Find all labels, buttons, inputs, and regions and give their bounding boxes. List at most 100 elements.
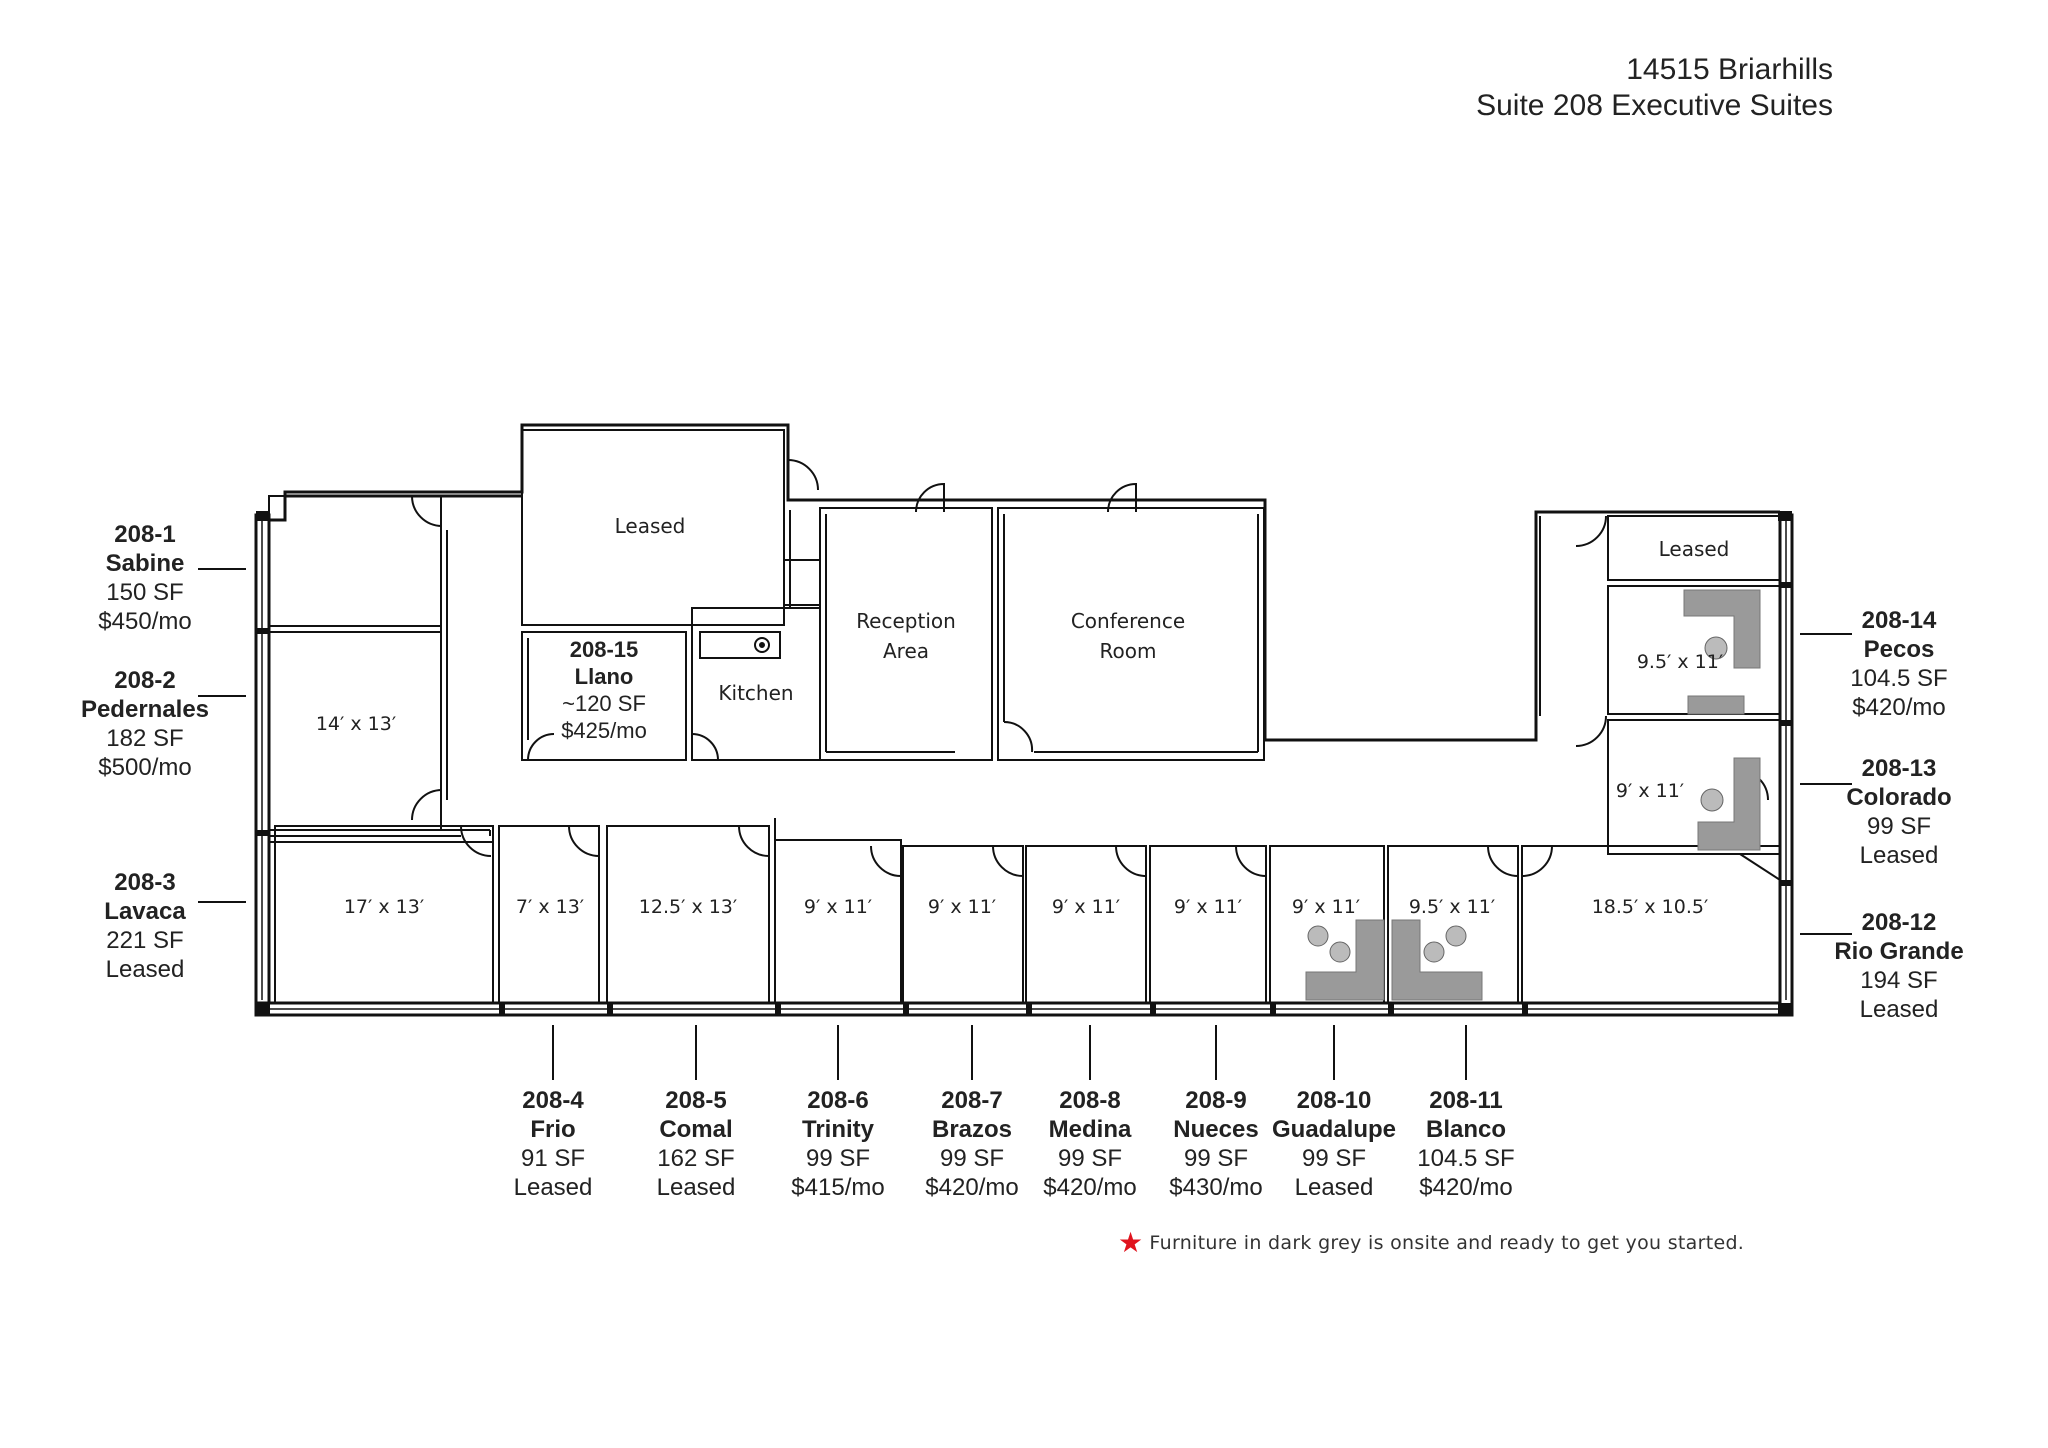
- suite-size: 99 SF: [1183, 1145, 1249, 1172]
- room-reception: [819, 507, 993, 761]
- suite-name: Frio: [530, 1116, 576, 1143]
- suite-status: Leased: [1859, 842, 1939, 869]
- furniture-note: ★Furniture in dark grey is onsite and re…: [1118, 1226, 1744, 1259]
- suite-name: Brazos: [931, 1116, 1013, 1143]
- suite-id: 208-2: [114, 667, 176, 694]
- chair-colorado: [1700, 788, 1724, 812]
- suite-id: 208-12: [1861, 909, 1937, 936]
- room-rio-grande: [1521, 845, 1781, 1004]
- suite-name: Comal: [659, 1116, 733, 1143]
- room-lavaca: [274, 825, 494, 1004]
- suite-name: Colorado: [1846, 784, 1952, 811]
- room-brazos: [902, 845, 1024, 1004]
- dim-nueces: 9′ x 11′: [1174, 896, 1242, 918]
- dim-frio: 7′ x 13′: [516, 896, 584, 918]
- suite-id: 208-6: [807, 1087, 869, 1114]
- suite-trinity[interactable]: 208-6 Trinity 99 SF $415/mo: [773, 1086, 903, 1202]
- suite-frio[interactable]: 208-4 Frio 91 SF Leased: [488, 1086, 618, 1202]
- suite-name: Pecos: [1863, 636, 1935, 663]
- reception-label-2: Area: [883, 639, 929, 663]
- suite-size: 104.5 SF: [1850, 665, 1948, 692]
- suite-id: 208-15: [569, 637, 639, 662]
- suite-size: 150 SF: [106, 579, 184, 606]
- suite-pedernales[interactable]: 208-2 Pedernales 182 SF $500/mo: [60, 666, 230, 782]
- suite-status: Leased: [1294, 1174, 1374, 1201]
- property-header: 14515 Briarhills Suite 208 Executive Sui…: [1476, 52, 1833, 124]
- suite-id: 208-3: [114, 869, 176, 896]
- suite-name: Pedernales: [80, 696, 210, 723]
- address-line: 14515 Briarhills: [1626, 53, 1833, 86]
- suite-rio-grande[interactable]: 208-12 Rio Grande 194 SF Leased: [1814, 908, 1984, 1024]
- suite-comal[interactable]: 208-5 Comal 162 SF Leased: [631, 1086, 761, 1202]
- suite-colorado[interactable]: 208-13 Colorado 99 SF Leased: [1814, 754, 1984, 870]
- suite-name: Nueces: [1173, 1116, 1259, 1143]
- suite-llano[interactable]: 208-15 Llano ~120 SF $425/mo: [522, 636, 686, 744]
- suite-id: 208-10: [1296, 1087, 1372, 1114]
- suite-brazos[interactable]: 208-7 Brazos 99 SF $420/mo: [907, 1086, 1037, 1202]
- chair-guadalupe-1: [1307, 925, 1329, 947]
- chair-pecos: [1704, 636, 1728, 660]
- suite-status: $420/mo: [925, 1174, 1019, 1201]
- reception-label-1: Reception: [856, 609, 956, 633]
- leased-right-label: Leased: [1659, 537, 1730, 561]
- dim-lavaca: 17′ x 13′: [344, 896, 424, 918]
- dim-pecos: 9.5′ x 11′: [1637, 651, 1723, 673]
- suite-status: Leased: [656, 1174, 736, 1201]
- leased-top-label: Leased: [615, 514, 686, 538]
- suite-size: 99 SF: [1301, 1145, 1367, 1172]
- suite-name: Llano: [574, 664, 634, 689]
- suite-guadalupe[interactable]: 208-10 Guadalupe 99 SF Leased: [1269, 1086, 1399, 1202]
- suite-name: Lavaca: [104, 898, 186, 925]
- suite-size: 91 SF: [520, 1145, 586, 1172]
- suite-id: 208-4: [522, 1087, 584, 1114]
- suite-size: 99 SF: [805, 1145, 871, 1172]
- room-conference: [997, 507, 1265, 761]
- suite-size: 162 SF: [657, 1145, 735, 1172]
- dim-rio-grande: 18.5′ x 10.5′: [1592, 896, 1709, 918]
- suite-size: 221 SF: [106, 927, 184, 954]
- suite-name: Guadalupe: [1271, 1116, 1397, 1143]
- suite-size: 104.5 SF: [1417, 1145, 1515, 1172]
- suite-id: 208-1: [114, 521, 176, 548]
- suite-name: Trinity: [801, 1116, 874, 1143]
- suite-nueces[interactable]: 208-9 Nueces 99 SF $430/mo: [1151, 1086, 1281, 1202]
- suite-size: 99 SF: [1057, 1145, 1123, 1172]
- suite-pecos[interactable]: 208-14 Pecos 104.5 SF $420/mo: [1814, 606, 1984, 722]
- suite-blanco[interactable]: 208-11 Blanco 104.5 SF $420/mo: [1401, 1086, 1531, 1202]
- room-blanco: [1387, 845, 1519, 1004]
- dim-guadalupe: 9′ x 11′: [1292, 896, 1360, 918]
- room-frio: [498, 825, 600, 1004]
- room-comal: [606, 825, 770, 1004]
- suite-status: $420/mo: [1043, 1174, 1137, 1201]
- suite-size: 99 SF: [1866, 813, 1932, 840]
- suite-sabine[interactable]: 208-1 Sabine 150 SF $450/mo: [60, 520, 230, 636]
- suite-id: 208-13: [1861, 755, 1937, 782]
- dim-medina: 9′ x 11′: [1052, 896, 1120, 918]
- suite-id: 208-11: [1429, 1087, 1503, 1114]
- desk-colorado: [1697, 757, 1761, 851]
- suite-name: Medina: [1048, 1116, 1132, 1143]
- suite-size: 99 SF: [939, 1145, 1005, 1172]
- room-llano: [521, 631, 687, 761]
- room-medina: [1025, 845, 1147, 1004]
- suite-size: 182 SF: [106, 725, 184, 752]
- suite-id: 208-8: [1059, 1087, 1121, 1114]
- room-sabine: [268, 495, 442, 627]
- furniture-group: [1305, 589, 1761, 1001]
- desk-guadalupe: [1305, 919, 1385, 1001]
- suite-title: Suite 208 Executive Suites: [1476, 89, 1833, 122]
- suite-lavaca[interactable]: 208-3 Lavaca 221 SF Leased: [60, 868, 230, 984]
- kitchen-label: Kitchen: [718, 681, 793, 705]
- suite-status: $500/mo: [98, 754, 192, 781]
- room-nueces: [1149, 845, 1267, 1004]
- dim-trinity: 9′ x 11′: [804, 896, 872, 918]
- conference-label-2: Room: [1100, 639, 1157, 663]
- suite-status: Leased: [513, 1174, 593, 1201]
- suite-medina[interactable]: 208-8 Medina 99 SF $420/mo: [1025, 1086, 1155, 1202]
- suite-status: $420/mo: [1419, 1174, 1513, 1201]
- cabinet-pecos: [1687, 695, 1745, 715]
- desk-pecos: [1683, 589, 1761, 669]
- suite-status: $420/mo: [1852, 694, 1946, 721]
- suite-status: $430/mo: [1169, 1174, 1263, 1201]
